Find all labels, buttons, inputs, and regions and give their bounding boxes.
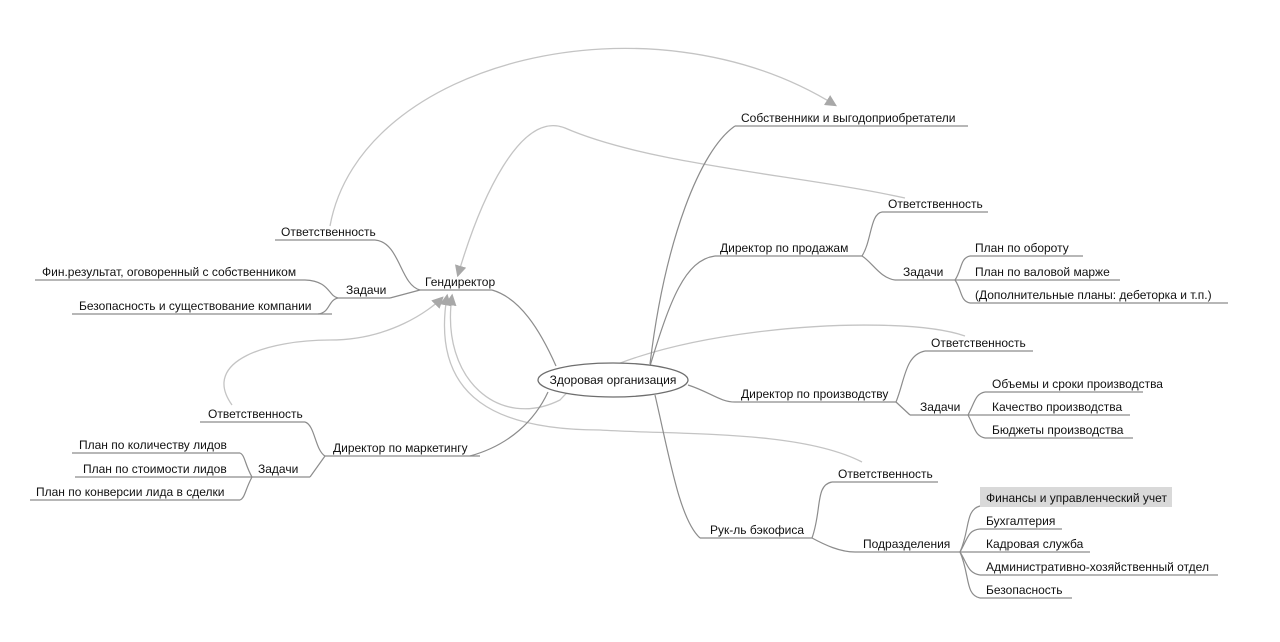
backoffice-to-responsibility xyxy=(811,481,833,539)
topic-backoffice-unit-5[interactable]: Безопасность xyxy=(986,583,1063,597)
central-topic[interactable]: Здоровая организация xyxy=(537,362,689,398)
marketing-tasks-to-item-3 xyxy=(239,476,253,501)
topic-production-director[interactable]: Директор по производству xyxy=(741,387,888,401)
highlighted-topic-background xyxy=(980,487,1172,507)
sales-to-responsibility xyxy=(861,211,883,257)
topic-sales-task-2[interactable]: План по валовой марже xyxy=(975,265,1110,279)
topic-backoffice-unit-4[interactable]: Административно-хозяйственный отдел xyxy=(986,560,1209,574)
topic-ceo-tasks[interactable]: Задачи xyxy=(346,283,386,297)
topic-sales-director[interactable]: Директор по продажам xyxy=(720,241,848,255)
topic-owners[interactable]: Собственники и выгодоприобретатели xyxy=(741,111,955,125)
topic-backoffice-head[interactable]: Рук-ль бэкофиса xyxy=(710,523,804,537)
branch-backoffice xyxy=(654,394,701,539)
topic-marketing-task-3[interactable]: План по конверсии лида в сделки xyxy=(36,485,224,499)
branch-lines xyxy=(232,125,986,599)
ceo-tasks-to-item-1 xyxy=(304,279,339,299)
backoffice-units-to-item-5 xyxy=(959,551,981,599)
marketing-to-responsibility xyxy=(304,421,326,457)
marketing-tasks-to-item-1 xyxy=(239,452,253,478)
central-topic-ellipse xyxy=(537,362,689,398)
topic-production-tasks[interactable]: Задачи xyxy=(920,400,960,414)
production-to-tasks xyxy=(895,401,911,416)
sales-tasks-to-item-3 xyxy=(954,279,971,304)
topic-backoffice-unit-3[interactable]: Кадровая служба xyxy=(986,537,1084,551)
topic-ceo-task-2[interactable]: Безопасность и существование компании xyxy=(79,299,312,313)
branch-owners xyxy=(649,125,736,365)
branch-marketing xyxy=(469,391,549,457)
relation-marketing-responsibility-to-ceo xyxy=(223,296,444,406)
topic-ceo-task-1[interactable]: Фин.результат, оговоренный с собственник… xyxy=(42,265,296,279)
backoffice-units-to-item-2 xyxy=(959,528,981,553)
topic-marketing-tasks[interactable]: Задачи xyxy=(258,462,298,476)
topic-underlines xyxy=(30,125,1228,599)
backoffice-units-to-item-4 xyxy=(959,551,981,576)
topic-production-task-1[interactable]: Объемы и сроки производства xyxy=(992,377,1163,391)
topic-backoffice-unit-2[interactable]: Бухгалтерия xyxy=(986,514,1055,528)
topic-backoffice-unit-1[interactable]: Финансы и управленческий учет xyxy=(986,491,1167,505)
topic-marketing-director[interactable]: Директор по маркетингу xyxy=(333,441,468,455)
topic-production-task-2[interactable]: Качество производства xyxy=(992,400,1123,414)
production-tasks-to-item-3 xyxy=(967,414,986,439)
production-tasks-to-item-1 xyxy=(967,391,986,416)
topic-marketing-task-1[interactable]: План по количеству лидов xyxy=(79,438,227,452)
ceo-tasks-to-item-2 xyxy=(317,297,339,315)
relation-backoffice-responsibility-to-ceo xyxy=(439,293,863,463)
branch-production xyxy=(687,384,736,403)
topic-production-responsibility[interactable]: Ответственность xyxy=(931,336,1026,350)
branch-sales xyxy=(649,255,716,367)
topic-sales-task-3[interactable]: (Дополнительные планы: дебеторка и т.п.) xyxy=(975,288,1212,302)
topic-backoffice-responsibility[interactable]: Ответственность xyxy=(838,467,933,481)
ceo-to-tasks xyxy=(389,289,421,299)
central-topic-label: Здоровая организация xyxy=(550,373,677,387)
backoffice-to-units xyxy=(811,537,856,553)
relation-sales-responsibility-to-ceo xyxy=(455,125,906,278)
production-to-responsibility xyxy=(895,350,926,403)
ceo-to-responsibility xyxy=(374,239,421,291)
topic-sales-responsibility[interactable]: Ответственность xyxy=(888,197,983,211)
relation-ceo-responsibility-to-owners xyxy=(329,47,837,227)
topic-sales-task-1[interactable]: План по обороту xyxy=(975,241,1069,255)
sales-to-tasks xyxy=(861,255,896,281)
topic-sales-tasks[interactable]: Задачи xyxy=(903,265,943,279)
topic-marketing-responsibility[interactable]: Ответственность xyxy=(208,407,303,421)
sales-tasks-to-item-1 xyxy=(954,255,971,281)
marketing-to-tasks xyxy=(309,455,326,478)
branch-ceo xyxy=(491,289,557,367)
backoffice-units-to-item-1 xyxy=(959,505,981,553)
topic-backoffice-units[interactable]: Подразделения xyxy=(863,537,950,551)
topic-ceo[interactable]: Гендиректор xyxy=(425,275,495,289)
topic-ceo-responsibility[interactable]: Ответственность xyxy=(281,225,376,239)
topic-production-task-3[interactable]: Бюджеты производства xyxy=(992,423,1124,437)
topic-marketing-task-2[interactable]: План по стоимости лидов xyxy=(83,462,227,476)
